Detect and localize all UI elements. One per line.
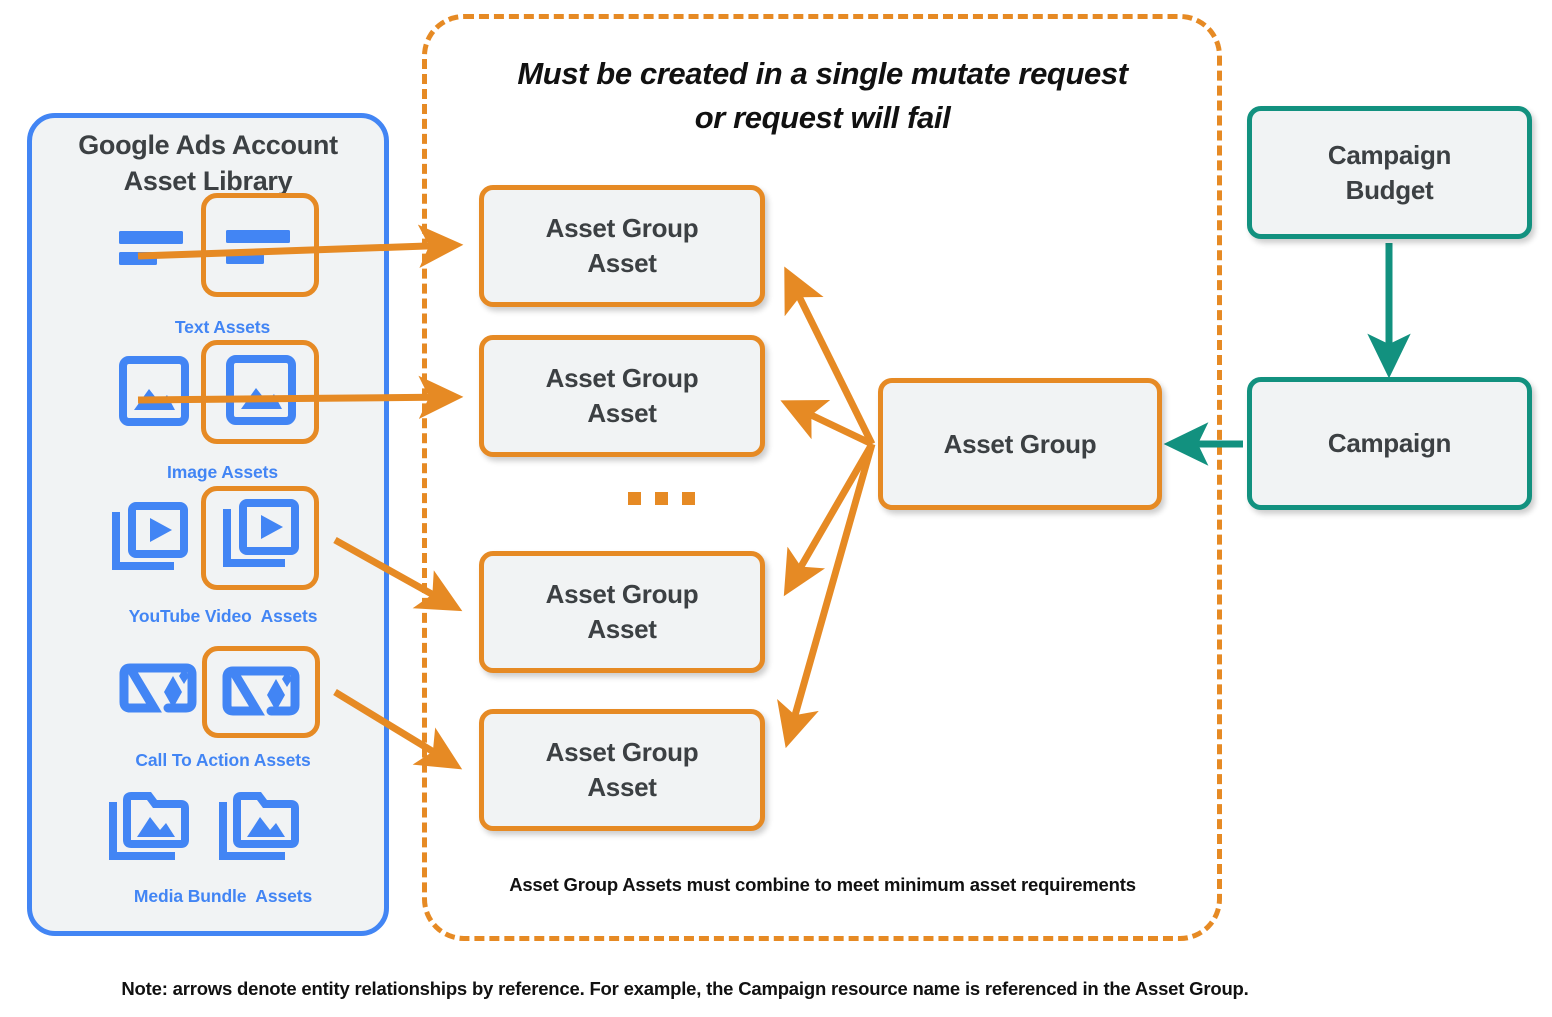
call-to-action-asset-icon-boxed	[222, 666, 300, 716]
image-asset-icon-boxed	[226, 355, 296, 425]
diagram-bottom-note: Note: arrows denote entity relationships…	[121, 978, 1249, 999]
campaign-budget-line1: Campaign	[1327, 139, 1452, 170]
library-item-image-assets[interactable]: Image Assets	[115, 340, 330, 483]
asset-group-asset-line1: Asset Group	[545, 579, 699, 610]
asset-library-title: Google Ads Account Asset Library	[27, 128, 389, 200]
call-to-action-asset-icon	[116, 658, 200, 725]
asset-group-asset-node-4[interactable]: Asset Group Asset	[479, 709, 765, 831]
campaign-budget-node[interactable]: Campaign Budget	[1247, 106, 1532, 239]
library-item-label-media-bundle-assets: Media Bundle Assets	[133, 886, 313, 906]
campaign-budget-label: Campaign Budget	[1327, 138, 1452, 208]
mutate-requirement-title: Must be created in a single mutate reque…	[440, 52, 1205, 140]
media-bundle-asset-icon	[105, 790, 191, 875]
campaign-budget-line2: Budget	[1345, 174, 1434, 205]
asset-group-asset-line2: Asset	[587, 248, 657, 278]
asset-group-asset-label-2: Asset Group Asset	[546, 361, 699, 431]
asset-group-node[interactable]: Asset Group	[878, 378, 1162, 510]
mutate-requirement-title-line2: or request will fail	[694, 100, 951, 136]
asset-library-title-line1: Google Ads Account	[78, 130, 338, 160]
text-asset-icon-boxed	[226, 230, 290, 264]
asset-group-asset-line2: Asset	[587, 398, 657, 428]
asset-group-asset-label-1: Asset Group Asset	[546, 211, 699, 281]
youtube-video-asset-icon	[108, 502, 190, 585]
asset-group-asset-line1: Asset Group	[545, 213, 699, 244]
asset-group-asset-label-4: Asset Group Asset	[546, 735, 699, 805]
text-asset-icon	[115, 223, 191, 274]
call-to-action-asset-highlight-box[interactable]	[202, 646, 320, 738]
library-item-label-text-assets: Text Assets	[174, 317, 271, 337]
library-item-label-call-to-action-assets: Call To Action Assets	[135, 750, 311, 770]
library-item-text-assets[interactable]: Text Assets	[115, 193, 330, 338]
asset-group-asset-label-3: Asset Group Asset	[546, 577, 699, 647]
youtube-video-asset-highlight-box[interactable]	[201, 486, 319, 590]
mutate-container-footnote: Asset Group Assets must combine to meet …	[509, 874, 1136, 895]
library-item-label-image-assets: Image Assets	[167, 462, 278, 482]
asset-group-asset-node-1[interactable]: Asset Group Asset	[479, 185, 765, 307]
campaign-node[interactable]: Campaign	[1247, 377, 1532, 510]
youtube-video-asset-icon-boxed	[223, 499, 299, 567]
ellipsis-dot	[655, 492, 668, 505]
library-item-call-to-action-assets[interactable]: Call To Action Assets	[112, 646, 334, 771]
media-bundle-asset-icon-secondary	[215, 790, 301, 875]
image-asset-highlight-box[interactable]	[201, 340, 319, 444]
asset-group-asset-node-3[interactable]: Asset Group Asset	[479, 551, 765, 673]
asset-group-asset-line1: Asset Group	[545, 363, 699, 394]
library-item-youtube-video-assets[interactable]: YouTube Video Assets	[108, 486, 338, 627]
mutate-requirement-title-line1: Must be created in a single mutate reque…	[517, 56, 1128, 91]
ellipsis-dot	[682, 492, 695, 505]
campaign-label: Campaign	[1327, 428, 1452, 459]
text-asset-highlight-box[interactable]	[201, 193, 319, 297]
library-item-label-youtube-video-assets: YouTube Video Assets	[128, 606, 318, 626]
asset-group-asset-line2: Asset	[587, 614, 657, 644]
asset-group-asset-line2: Asset	[587, 772, 657, 802]
asset-group-label: Asset Group	[943, 428, 1097, 459]
library-item-media-bundle-assets[interactable]: Media Bundle Assets	[105, 790, 341, 907]
asset-group-asset-node-2[interactable]: Asset Group Asset	[479, 335, 765, 457]
ellipsis-dot	[628, 492, 641, 505]
asset-group-asset-ellipsis	[628, 492, 695, 505]
asset-library-title-line2: Asset Library	[123, 165, 293, 196]
image-asset-icon	[115, 354, 191, 437]
asset-group-asset-line1: Asset Group	[545, 737, 699, 768]
